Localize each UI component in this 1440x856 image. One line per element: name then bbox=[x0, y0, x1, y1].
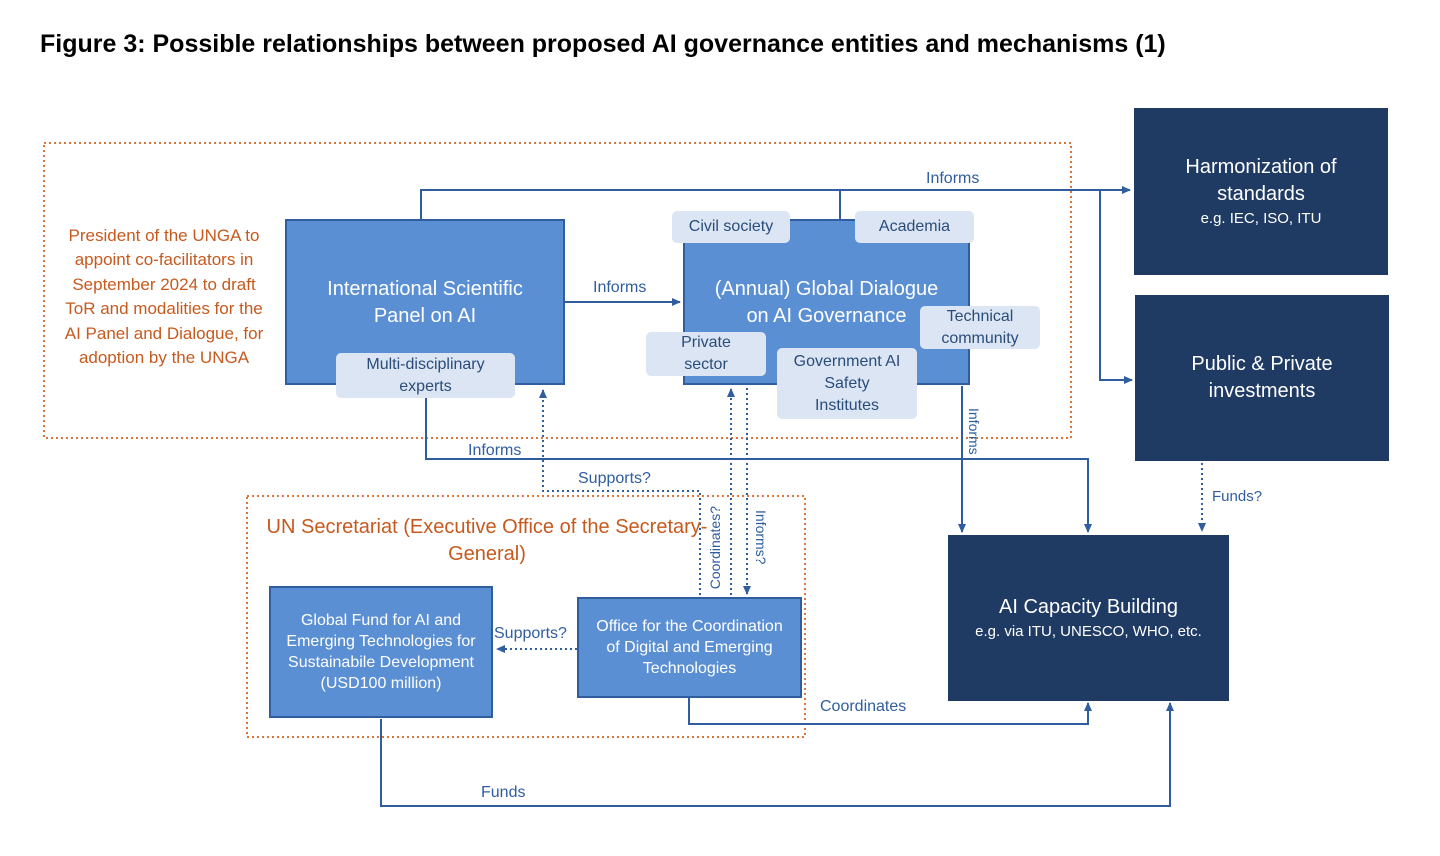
global-fund-box: Global Fund for AI and Emerging Technolo… bbox=[269, 586, 493, 718]
informs-top-line bbox=[420, 186, 1131, 219]
label-coordinates-q: Coordinates? bbox=[707, 506, 723, 590]
label-informs-panel-capacity: Informs bbox=[468, 442, 522, 459]
pill-private-sector: Private sector bbox=[646, 332, 766, 376]
label-funds-q: Funds? bbox=[1212, 488, 1263, 505]
pill-civil-society: Civil society bbox=[672, 211, 790, 243]
figure-title: Figure 3: Possible relationships between… bbox=[40, 30, 1166, 58]
pill-government: Government AI Safety Institutes bbox=[777, 348, 917, 419]
label-informs-dialogue-capacity: Informs bbox=[966, 408, 982, 455]
unga-region bbox=[43, 142, 1072, 439]
funds-line bbox=[380, 702, 1174, 807]
label-supports-fund: Supports? bbox=[494, 625, 567, 642]
label-coordinates: Coordinates bbox=[820, 698, 907, 715]
un-secretariat-label: UN Secretariat (Executive Office of the … bbox=[266, 516, 708, 565]
label-informs-top: Informs bbox=[926, 170, 980, 187]
label-supports-panel: Supports? bbox=[578, 470, 651, 487]
pill-technical-community: Technical community bbox=[920, 306, 1040, 349]
investments-branch-line bbox=[1099, 190, 1133, 384]
office-box: Office for the Coordination of Digital a… bbox=[577, 597, 802, 698]
capacity-title: AI Capacity Building bbox=[999, 596, 1178, 618]
harmonization-sub: e.g. IEC, ISO, ITU bbox=[1200, 210, 1322, 227]
label-informs-q: Informs? bbox=[753, 510, 769, 565]
harmonization-box: Harmonization of standards e.g. IEC, ISO… bbox=[1134, 108, 1388, 275]
capacity-sub: e.g. via ITU, UNESCO, WHO, etc. bbox=[975, 623, 1202, 640]
pill-experts: Multi-disciplinary experts bbox=[336, 353, 515, 398]
pill-academia: Academia bbox=[855, 211, 974, 243]
harmonization-title: Harmonization of standards bbox=[1185, 156, 1337, 205]
supports-panel-line bbox=[539, 389, 701, 595]
capacity-box: AI Capacity Building e.g. via ITU, UNESC… bbox=[948, 535, 1229, 701]
coordinates-line bbox=[688, 698, 1092, 725]
president-note: President of the UNGA to appoint co-faci… bbox=[64, 225, 264, 368]
label-funds: Funds bbox=[481, 784, 526, 801]
panel-capacity-line bbox=[425, 398, 1092, 533]
investments-box: Public & Private investments bbox=[1135, 295, 1389, 461]
label-informs-panel-dialogue: Informs bbox=[593, 279, 647, 296]
